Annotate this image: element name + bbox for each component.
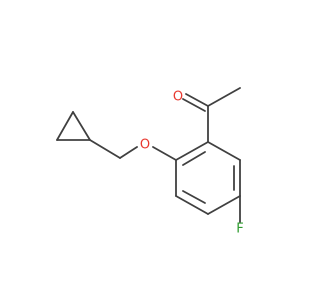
atom-labels: O O F [140,90,244,237]
ring-bond-c3-c4 [175,195,209,215]
carbonyl-double-bond-b [182,98,206,112]
molecule-canvas: O O F [56,87,244,237]
bond-ether-o-ch2 [119,146,138,159]
carbonyl-oxygen-label: O [173,90,183,105]
ring-inner-double-1 [182,151,206,166]
bond-carbonyl-methyl [207,87,241,107]
ether-oxygen-label: O [140,138,150,153]
bond-ring-ether-o [152,146,177,161]
ring-bond-c6-c1 [207,141,241,161]
cyclopropyl-bond-2 [56,111,74,141]
bond-ch2-cyclopropyl [89,139,121,159]
fluorine-label: F [236,222,243,237]
cyclopropyl-bond-3 [72,111,91,141]
ring-inner-double-2 [182,190,206,204]
ring-bond-c1-c2 [175,141,209,161]
carbonyl-double-bond-a [185,93,209,107]
ring-bond-c4-c5 [207,195,241,215]
bonds [56,87,241,223]
molecule-structure: O O F [56,87,244,237]
